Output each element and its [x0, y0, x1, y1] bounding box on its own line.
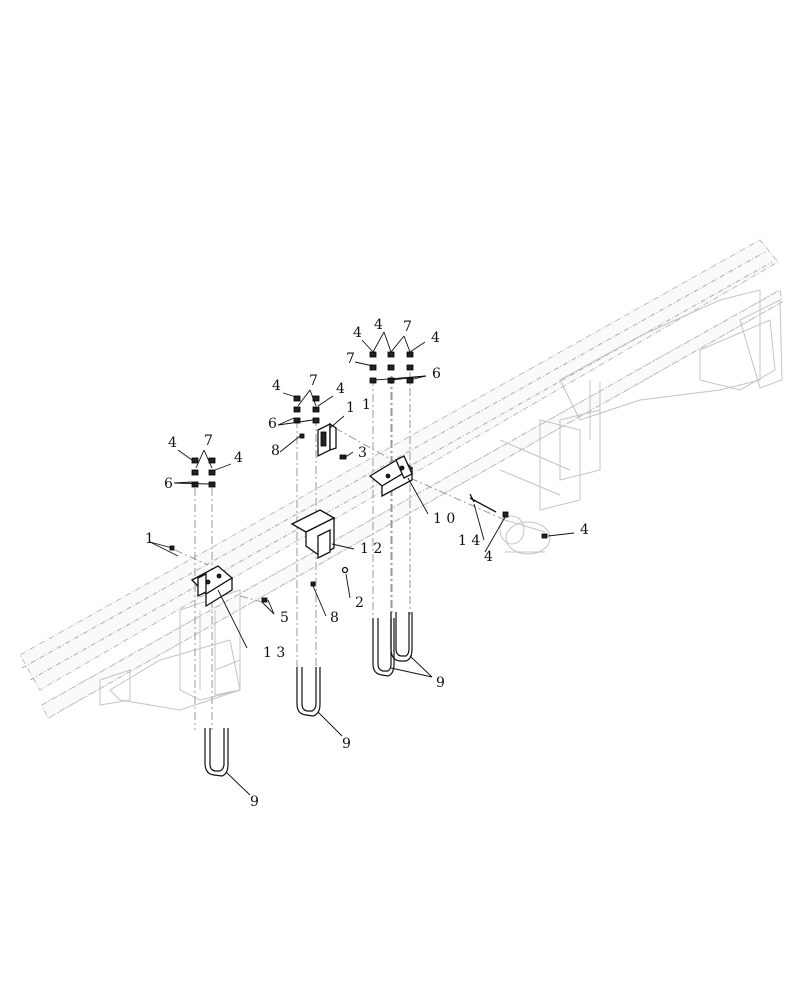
callout-c-12: 1 2 — [360, 541, 382, 557]
frame-cross-members — [99, 289, 783, 711]
callout-c-4h: 4 — [484, 549, 493, 565]
callout-c-13: 1 3 — [263, 645, 285, 661]
bracket-10 — [368, 455, 414, 498]
callout-c-9c: 9 — [436, 675, 445, 691]
callout-c-9b: 9 — [342, 736, 351, 752]
callout-c-4f: 4 — [374, 317, 383, 333]
bracket-12 — [290, 509, 336, 560]
callout-c-9a: 9 — [250, 794, 259, 810]
callout-c-7a: 7 — [204, 433, 213, 449]
hardware-stack-right — [369, 351, 414, 384]
callout-c-7c: 7 — [346, 351, 355, 367]
callout-c-4i: 4 — [580, 522, 589, 538]
callout-c-3: 3 — [358, 445, 367, 461]
callout-c-8a: 8 — [271, 443, 280, 459]
callout-c-8b: 8 — [330, 610, 339, 626]
callout-c-2: 2 — [355, 595, 364, 611]
callout-c-10: 1 0 — [433, 511, 455, 527]
callout-c-4c: 4 — [272, 378, 281, 394]
bracket-11 — [317, 422, 337, 458]
callout-c-6a: 6 — [164, 476, 173, 492]
u-bolt-right-b — [390, 612, 413, 662]
callout-c-4b: 4 — [234, 450, 243, 466]
u-bolt-middle — [296, 667, 321, 717]
u-bolt-left — [204, 728, 229, 777]
leader-lines — [149, 331, 575, 796]
callout-c-1c: 1 — [362, 397, 371, 413]
callout-c-4d: 4 — [336, 381, 345, 397]
callout-c-6b: 6 — [268, 416, 277, 432]
callout-c-7b: 7 — [309, 373, 318, 389]
hardware-stack-middle — [293, 395, 320, 424]
callout-c-4g: 4 — [431, 330, 440, 346]
callout-c-4a: 4 — [168, 435, 177, 451]
callout-c-4e: 4 — [353, 325, 362, 341]
callout-c-1a: 1 — [145, 531, 154, 547]
callout-c-6c: 6 — [432, 366, 441, 382]
callout-c-7d: 7 — [403, 319, 412, 335]
hardware-stack-left — [191, 457, 216, 488]
callout-c-14: 1 4 — [458, 533, 480, 549]
callout-c-5: 5 — [280, 610, 289, 626]
callout-c-1b: 1 — [346, 400, 355, 416]
